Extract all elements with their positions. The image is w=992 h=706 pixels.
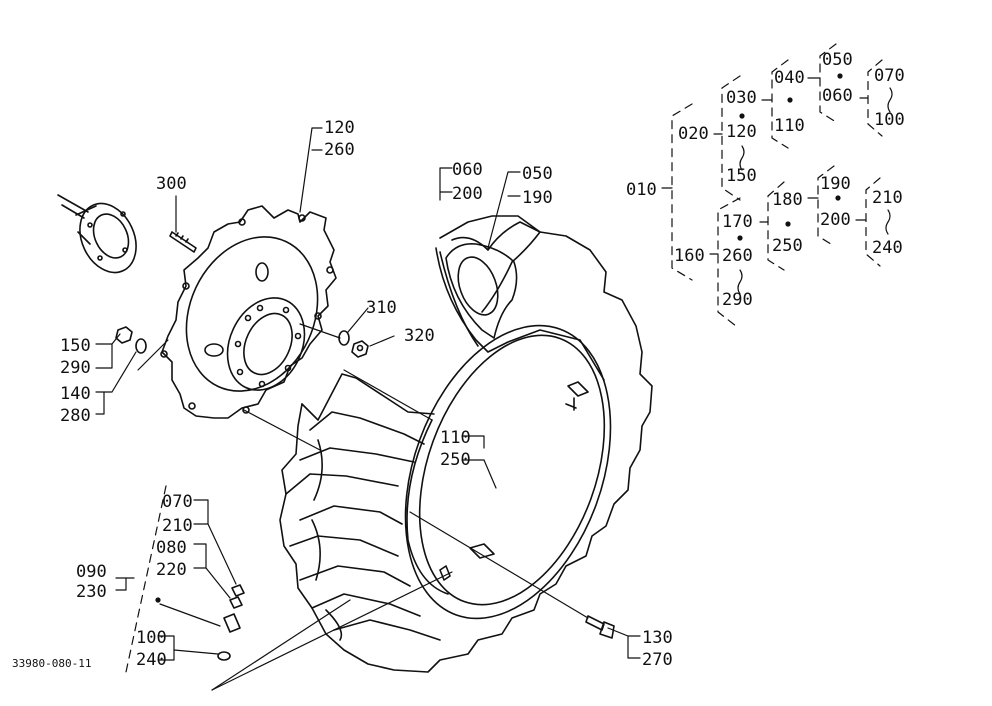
part-label: 280 — [60, 406, 91, 426]
bolt — [585, 615, 615, 639]
tree-label: 190 — [820, 174, 851, 194]
part-label: 070 — [162, 492, 193, 512]
stud-bolt — [169, 231, 197, 253]
tree-label: 070 — [874, 66, 905, 86]
part-label: 320 — [404, 326, 435, 346]
tree-label: 240 — [872, 238, 903, 258]
tree-label: 170 — [722, 212, 753, 232]
tree-label: 290 — [722, 290, 753, 310]
leader-lines — [95, 127, 641, 691]
drawing-code: 33980-080-11 — [12, 657, 92, 670]
part-label: 290 — [60, 358, 91, 378]
tree-label: 260 — [722, 246, 753, 266]
part-label: 090 — [76, 562, 107, 582]
part-label: 210 — [162, 516, 193, 536]
tree-label: 050 — [822, 50, 853, 70]
tree-label: 160 — [674, 246, 705, 266]
part-label: 060 — [452, 160, 483, 180]
tree-label: 180 — [772, 190, 803, 210]
part-label: 110 — [440, 428, 471, 448]
axle-hub — [57, 194, 137, 274]
part-label: 310 — [366, 298, 397, 318]
tree-label: 060 — [822, 86, 853, 106]
washer-and-nut — [338, 330, 369, 358]
tire — [279, 215, 653, 673]
part-label: 220 — [156, 560, 187, 580]
part-label: 230 — [76, 582, 107, 602]
part-label: 240 — [136, 650, 167, 670]
wheel-disc — [160, 205, 337, 419]
valve-parts — [217, 584, 245, 661]
tree-label: 210 — [872, 188, 903, 208]
tree-label: 030 — [726, 88, 757, 108]
part-label: 200 — [452, 184, 483, 204]
part-label: 270 — [642, 650, 673, 670]
part-label: 250 — [440, 450, 471, 470]
tree-label: 020 — [678, 124, 709, 144]
tree-label: 150 — [726, 166, 757, 186]
tree-label: 250 — [772, 236, 803, 256]
part-label: 120 — [324, 118, 355, 138]
part-label: 190 — [522, 188, 553, 208]
tree-label: 200 — [820, 210, 851, 230]
part-label: 080 — [156, 538, 187, 558]
tree-label: 120 — [726, 122, 757, 142]
part-label: 130 — [642, 628, 673, 648]
assembly-tree-lines — [155, 43, 893, 603]
valve-group-bracket — [125, 485, 167, 673]
part-label: 300 — [156, 174, 187, 194]
part-label: 260 — [324, 140, 355, 160]
tree-label: 110 — [774, 116, 805, 136]
tree-label: 100 — [874, 110, 905, 130]
left-nut-washer — [115, 326, 147, 354]
part-label: 050 — [522, 164, 553, 184]
part-label: 140 — [60, 384, 91, 404]
part-label: 100 — [136, 628, 167, 648]
tree-label: 040 — [774, 68, 805, 88]
part-label: 150 — [60, 336, 91, 356]
tree-label: 010 — [626, 180, 657, 200]
